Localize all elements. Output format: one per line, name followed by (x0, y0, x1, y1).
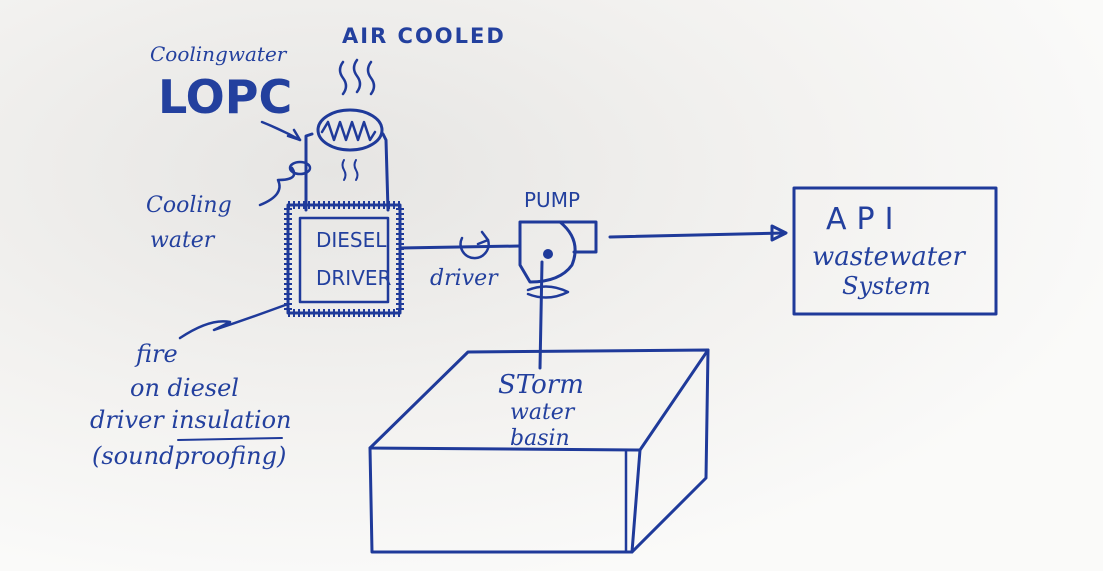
api-label: API (826, 205, 903, 235)
api-system-label: System (842, 274, 931, 298)
pump-base (528, 286, 568, 297)
heat-wave-1 (340, 62, 346, 94)
storm-basin-label: basin (510, 428, 570, 450)
diesel-driver-outer (288, 205, 400, 313)
discharge-line (610, 233, 784, 237)
air-cooled-label: AIR COOLED (342, 26, 506, 47)
cooler-wave-1 (343, 160, 346, 180)
storm-label: STorm (498, 372, 584, 398)
basin-front (370, 448, 640, 552)
air-cooler-coil (322, 122, 375, 140)
cooling-water-leader (260, 168, 294, 205)
fire-leader (180, 304, 288, 338)
storm-water-label: water (510, 402, 574, 424)
cooling-pipe-right (383, 134, 388, 210)
cooling-water-left-label-2: water (150, 230, 214, 252)
pump-label: PUMP (524, 190, 580, 210)
fire-label-4: (soundproofing) (92, 444, 286, 468)
diesel-driver-label-2: DRIVER (316, 268, 391, 288)
lopc-label: LOPC (158, 74, 292, 120)
insulation-underline (178, 438, 282, 440)
heat-wave-2 (354, 60, 360, 92)
pump-impeller (543, 249, 553, 259)
rotation-arrowhead (478, 232, 488, 244)
api-wastewater-label: wastewater (812, 244, 965, 270)
fire-label-3: driver insulation (90, 408, 292, 432)
heat-wave-3 (368, 62, 374, 94)
insulation-hatching (288, 205, 400, 313)
basin-side (632, 350, 708, 552)
cooling-water-left-label-1: Cooling (146, 195, 232, 217)
driver-label: driver (430, 268, 498, 290)
cooler-wave-2 (355, 160, 358, 180)
cooling-water-top-label: Coolingwater (150, 44, 286, 64)
diesel-driver-label-1: DIESEL (316, 230, 386, 250)
fire-label-2: on diesel (130, 376, 239, 400)
fire-label-1: fire (136, 342, 178, 366)
